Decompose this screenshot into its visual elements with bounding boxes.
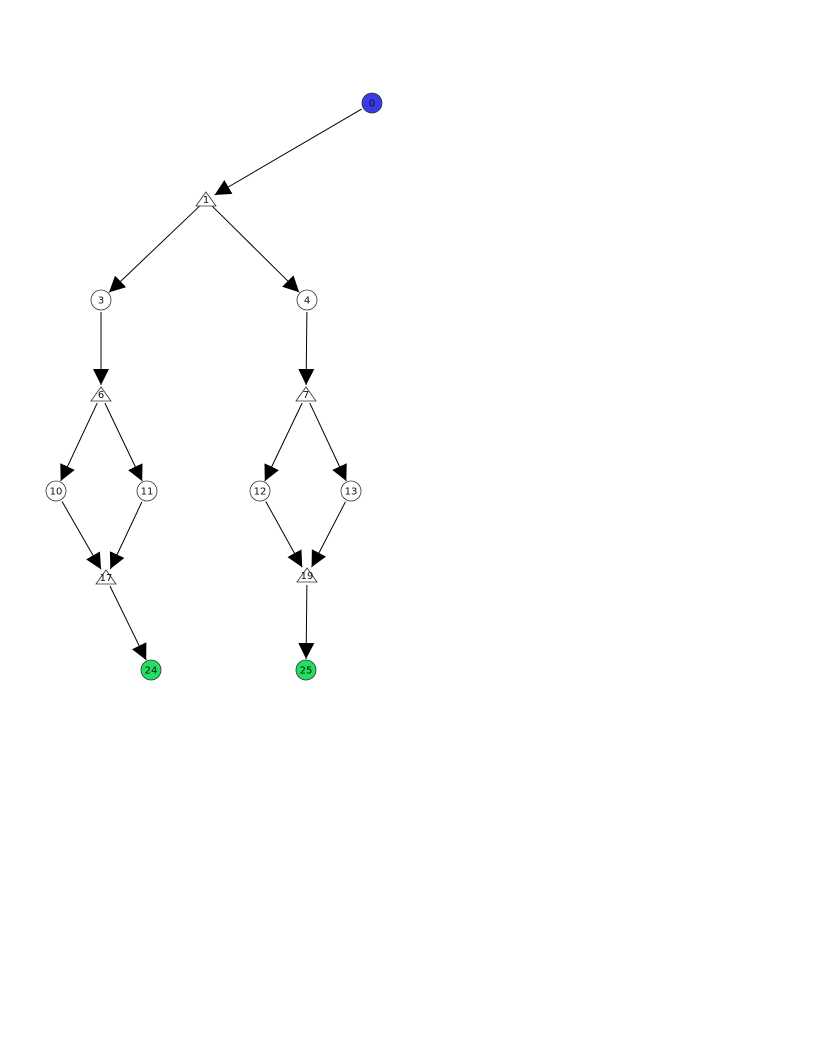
node-label: 17 bbox=[100, 573, 113, 584]
node-label: 12 bbox=[254, 487, 267, 498]
triangle-node-shape bbox=[95, 569, 117, 585]
node-1[interactable]: 1 bbox=[195, 191, 217, 207]
node-label: 13 bbox=[345, 487, 358, 498]
triangle-node-shape bbox=[90, 386, 112, 402]
node-3[interactable]: 3 bbox=[90, 289, 112, 311]
edge-4-to-7 bbox=[298, 311, 315, 386]
node-label: 10 bbox=[50, 487, 63, 498]
node-7[interactable]: 7 bbox=[295, 386, 317, 402]
node-4[interactable]: 4 bbox=[296, 289, 318, 311]
node-19[interactable]: 19 bbox=[296, 567, 318, 583]
circle-node-shape bbox=[340, 480, 362, 502]
node-label: 7 bbox=[303, 390, 309, 401]
node-label: 11 bbox=[141, 487, 154, 498]
node-25[interactable]: 25 bbox=[295, 659, 317, 681]
edge-13-to-19 bbox=[311, 501, 346, 568]
circle-node-shape bbox=[249, 480, 271, 502]
edge-11-to-17 bbox=[109, 501, 143, 570]
edge-1-to-4 bbox=[212, 205, 300, 293]
edge-7-to-13 bbox=[309, 402, 347, 482]
node-24[interactable]: 24 bbox=[140, 659, 162, 681]
edge-17-to-24 bbox=[109, 585, 147, 661]
circle-node-shape bbox=[136, 480, 158, 502]
node-label: 24 bbox=[145, 666, 158, 677]
node-13[interactable]: 13 bbox=[340, 480, 362, 502]
edges-layer bbox=[60, 108, 362, 661]
node-6[interactable]: 6 bbox=[90, 386, 112, 402]
node-label: 6 bbox=[98, 390, 104, 401]
triangle-node-shape bbox=[195, 191, 217, 207]
node-label: 3 bbox=[98, 296, 104, 307]
node-17[interactable]: 17 bbox=[95, 569, 117, 585]
node-12[interactable]: 12 bbox=[249, 480, 271, 502]
node-label: 25 bbox=[300, 666, 313, 677]
node-11[interactable]: 11 bbox=[136, 480, 158, 502]
circle-node-shape bbox=[296, 289, 318, 311]
edge-12-to-19 bbox=[265, 501, 303, 568]
circle-node-shape bbox=[140, 659, 162, 681]
edge-0-to-1 bbox=[214, 108, 362, 196]
triangle-node-shape bbox=[295, 386, 317, 402]
circle-node-shape bbox=[90, 289, 112, 311]
node-0[interactable]: 0 bbox=[361, 92, 383, 114]
edge-10-to-17 bbox=[61, 501, 102, 570]
edge-7-to-12 bbox=[264, 402, 303, 482]
circle-node-shape bbox=[361, 92, 383, 114]
node-label: 0 bbox=[369, 99, 375, 110]
node-label: 19 bbox=[301, 571, 314, 582]
node-label: 4 bbox=[304, 296, 310, 307]
edge-6-to-10 bbox=[60, 402, 98, 482]
node-label: 1 bbox=[203, 195, 209, 206]
triangle-node-shape bbox=[296, 567, 318, 583]
circle-node-shape bbox=[295, 659, 317, 681]
circle-node-shape bbox=[45, 480, 67, 502]
edge-6-to-11 bbox=[104, 402, 143, 482]
node-10[interactable]: 10 bbox=[45, 480, 67, 502]
edge-1-to-3 bbox=[108, 205, 200, 293]
edge-19-to-25 bbox=[298, 584, 315, 660]
